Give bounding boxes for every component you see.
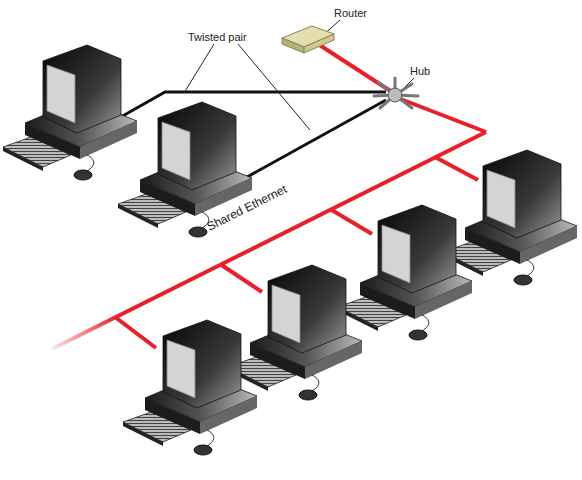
hub-device — [374, 78, 418, 108]
bus-drop — [220, 264, 262, 292]
cable-label: Twisted pair — [188, 32, 247, 43]
bus-drop — [330, 209, 372, 234]
computer — [3, 45, 137, 180]
twisted-pair-cable — [105, 92, 386, 126]
network-label: Shared Ethernet — [205, 183, 289, 233]
leader-line — [238, 44, 310, 130]
bus-drop — [435, 157, 478, 180]
leader-line — [184, 44, 214, 93]
computer — [123, 320, 257, 455]
computer — [443, 150, 577, 285]
twisted-pair-cable — [238, 100, 386, 182]
router-device — [282, 26, 334, 53]
computer — [338, 205, 472, 340]
bus-drop — [115, 317, 156, 348]
hub-wire — [398, 98, 486, 132]
device-label: Hub — [410, 66, 430, 77]
device-label: Router — [334, 8, 367, 19]
computer — [228, 265, 362, 400]
